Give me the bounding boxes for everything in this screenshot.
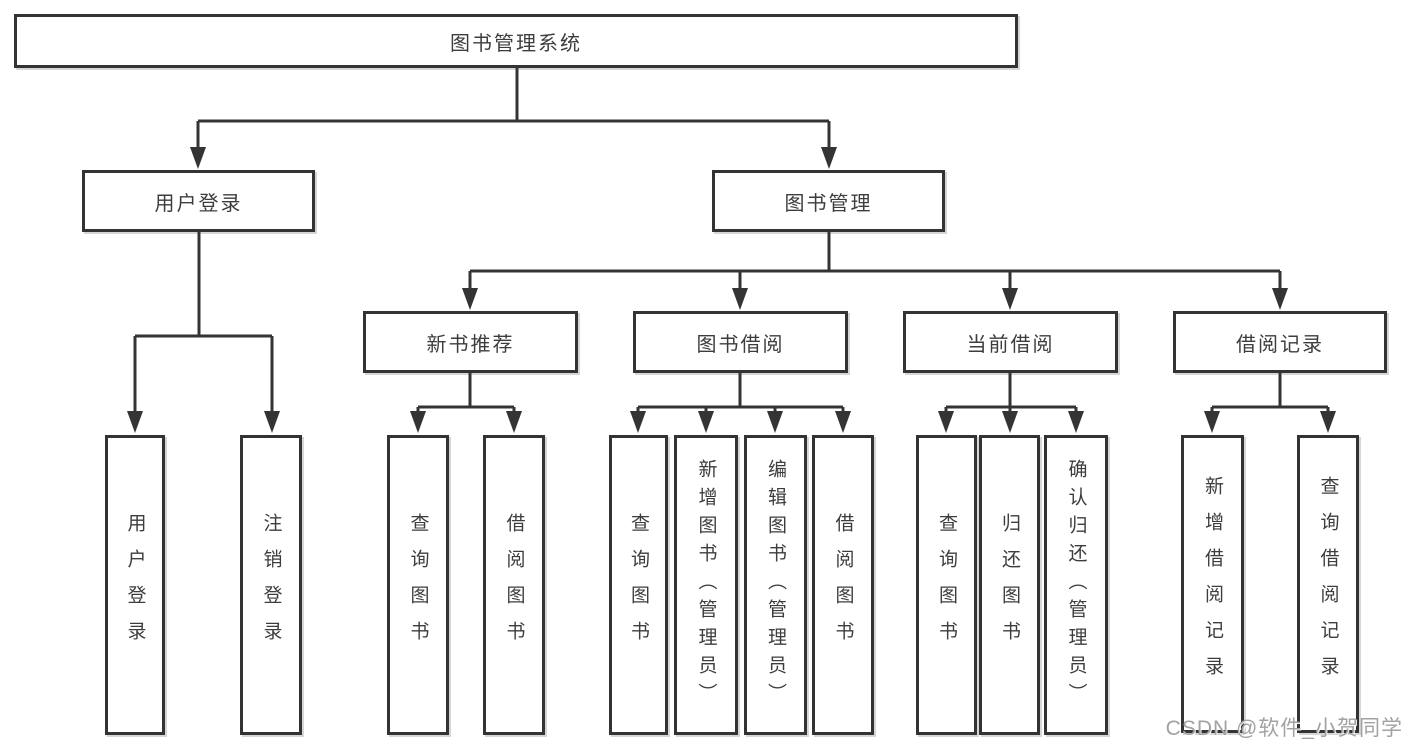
node-label: 确认归还（管理员）: [1065, 459, 1087, 711]
node-label: 新增图书（管理员）: [695, 459, 717, 711]
node-book-management: 图书管理: [712, 170, 945, 232]
leaf-query-borrow-record: 查询借阅记录: [1297, 435, 1359, 733]
connector-new-book-recommend-to-leaves: [410, 372, 522, 433]
node-label: 图书借阅: [696, 333, 785, 356]
node-label: 查询借阅记录: [1317, 476, 1339, 692]
node-label: 借阅图书: [503, 513, 525, 657]
node-label: 用户登录: [154, 192, 243, 215]
node-label: 当前借阅: [966, 333, 1055, 356]
leaf-add-borrow-record: 新增借阅记录: [1181, 435, 1244, 733]
node-label: 查询图书: [936, 513, 957, 657]
node-label: 归还图书: [999, 513, 1020, 657]
connector-book-management-to-level3: [462, 232, 1288, 310]
leaf-confirm-return-admin: 确认归还（管理员）: [1044, 435, 1108, 735]
leaf-borrow-books-recommend: 借阅图书: [483, 435, 545, 735]
csdn-watermark: CSDN @软件_小贺同学: [1165, 717, 1403, 740]
connector-book-borrow-to-leaves: [630, 372, 851, 433]
node-user-login: 用户登录: [82, 170, 315, 232]
node-current-borrow: 当前借阅: [903, 311, 1118, 373]
node-label: 查询图书: [407, 513, 429, 657]
leaf-borrow-books: 借阅图书: [812, 435, 874, 735]
node-label: 用户登录: [124, 513, 146, 657]
node-label: 借阅记录: [1236, 333, 1324, 356]
leaf-logout: 注销登录: [240, 435, 302, 735]
node-label: 编辑图书（管理员）: [765, 459, 786, 711]
connector-root-to-level2: [190, 68, 837, 169]
leaf-edit-books-admin: 编辑图书（管理员）: [744, 435, 807, 735]
leaf-query-books-current: 查询图书: [916, 435, 977, 735]
leaf-user-login: 用户登录: [105, 435, 165, 735]
node-label: 新书推荐: [426, 333, 515, 356]
leaf-query-books-recommend: 查询图书: [387, 435, 449, 735]
node-new-book-recommend: 新书推荐: [363, 311, 578, 373]
node-label: 图书管理系统: [450, 32, 582, 55]
connector-current-borrow-to-leaves: [938, 372, 1084, 433]
node-borrow-record: 借阅记录: [1173, 311, 1387, 373]
connector-user-login-to-leaves: [127, 232, 280, 433]
node-root-system: 图书管理系统: [14, 14, 1018, 68]
leaf-add-books-admin: 新增图书（管理员）: [674, 435, 738, 735]
node-label: 图书管理: [784, 192, 873, 215]
leaf-return-books: 归还图书: [979, 435, 1040, 735]
node-book-borrow: 图书借阅: [633, 311, 848, 373]
node-label: 新增借阅记录: [1202, 476, 1223, 692]
connector-borrow-record-to-leaves: [1204, 372, 1336, 433]
node-label: 注销登录: [260, 513, 282, 657]
node-label: 借阅图书: [832, 513, 854, 657]
node-label: 查询图书: [628, 513, 649, 657]
leaf-query-books-borrow: 查询图书: [609, 435, 668, 735]
